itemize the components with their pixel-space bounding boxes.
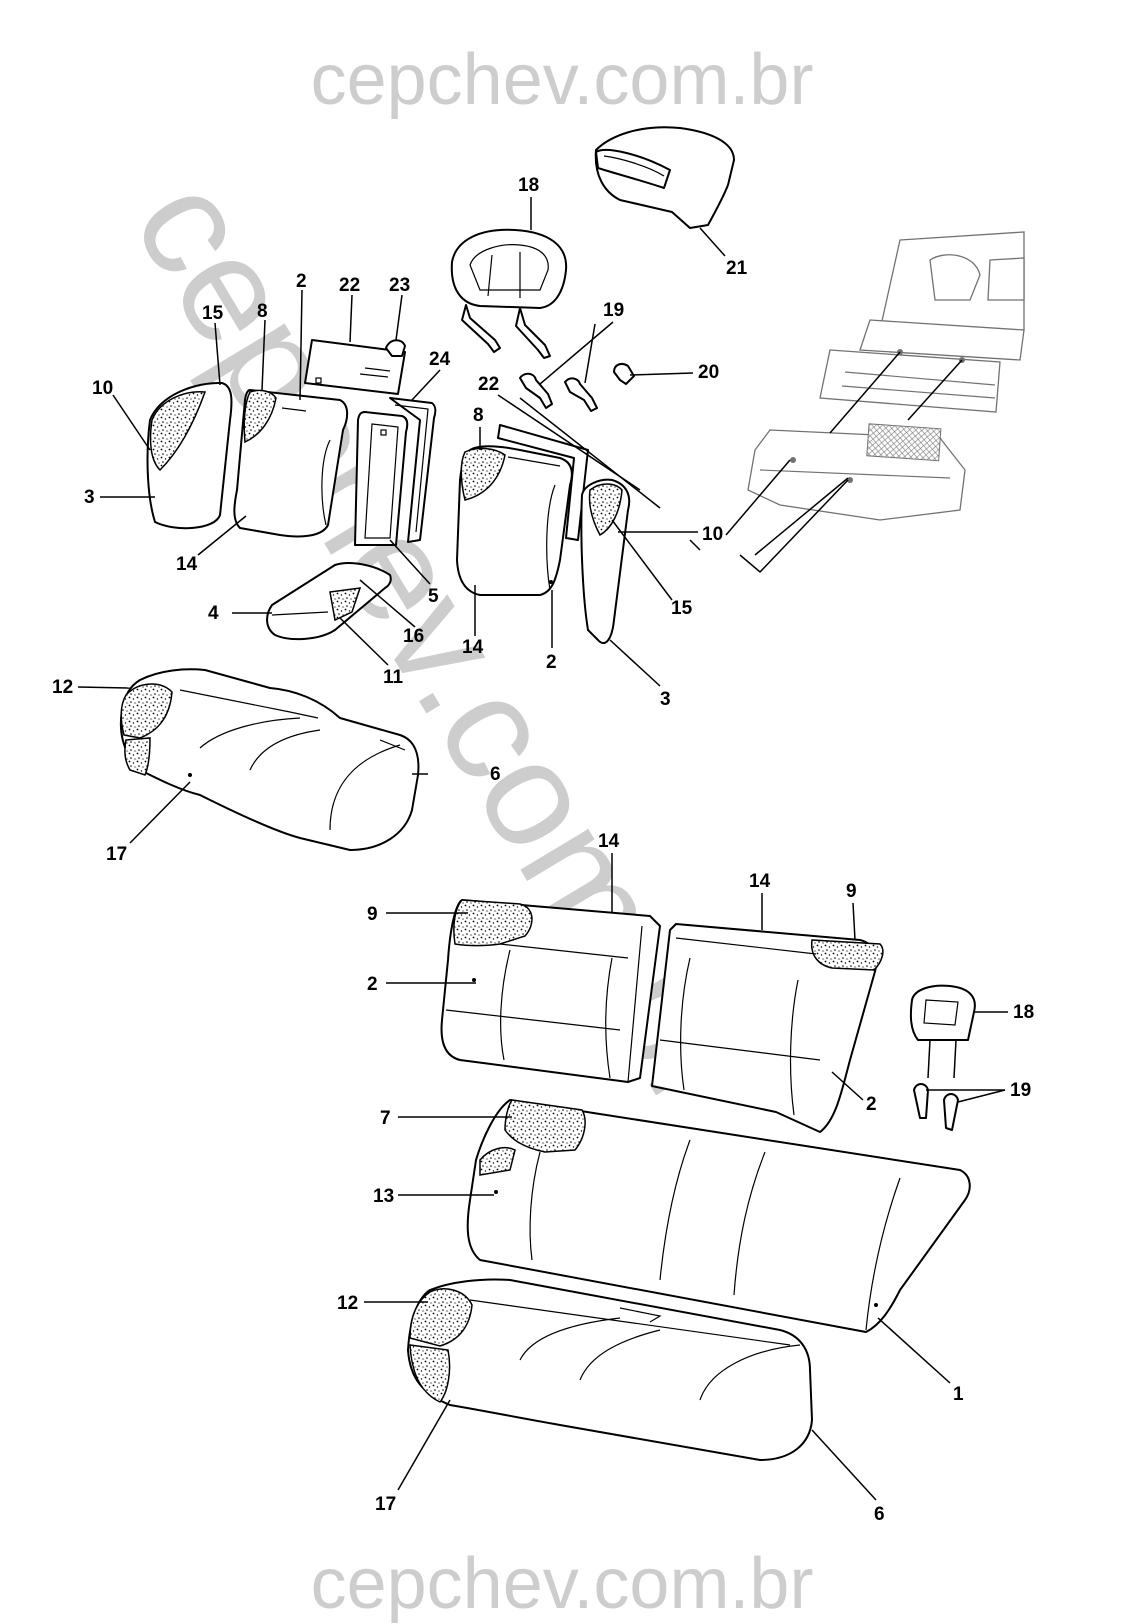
callout-23: 23 [389,275,410,296]
callout-17-upper: 17 [106,844,127,865]
rear-backrest-full-13 [466,1099,971,1333]
left-backrest-pad [233,389,349,538]
callout-10-right: 10 [702,524,723,545]
callout-5: 5 [428,586,439,607]
callout-19-lower: 19 [1010,1080,1031,1101]
callout-14-lower-right: 14 [749,871,771,892]
callout-numbers: 10 15 8 2 22 23 24 3 14 5 4 16 11 12 6 1… [52,175,1034,1525]
callout-12-lower: 12 [337,1293,358,1314]
headrest-guides-19-lower [913,1083,959,1131]
watermark-top: cepchev.com.br [311,40,814,120]
callout-2-upper-right: 2 [546,652,557,673]
callout-16: 16 [403,626,424,647]
callout-15-left: 15 [202,303,224,324]
callout-10-left: 10 [92,378,113,399]
callout-13: 13 [373,1186,394,1207]
callout-9-left: 9 [367,904,378,925]
headrest-guides-19-upper [519,372,598,412]
callout-22-right: 22 [478,374,499,395]
callout-12-upper: 12 [52,677,73,698]
vehicle-floor-pan [747,231,1025,521]
callout-20: 20 [698,362,719,383]
lock-clip-23 [385,339,406,357]
callout-8-left: 8 [257,301,268,322]
callout-6-lower: 6 [874,1504,885,1525]
callout-19-upper: 19 [603,300,624,321]
callout-2-upper-left: 2 [296,271,307,292]
callout-3-left: 3 [84,487,95,508]
callout-14-lower-left: 14 [598,831,620,852]
callout-6-upper: 6 [490,764,501,785]
callout-7: 7 [380,1108,391,1129]
leader-lines [77,197,1008,1501]
callout-9-right: 9 [846,881,857,902]
headrest-18-upper [450,228,568,359]
headrest-21 [594,126,735,229]
callout-8-right: 8 [473,405,484,426]
callout-15-right: 15 [671,598,693,619]
callout-4: 4 [208,603,219,624]
headrest-18-lower [909,984,976,1079]
callout-24: 24 [429,349,451,370]
callout-2-lower-right: 2 [866,1094,877,1115]
callout-14-upper-left: 14 [176,554,198,575]
callout-11: 11 [383,667,404,688]
rear-backrest-right [651,923,884,1133]
backrest-inner-panel [354,397,437,546]
callout-22-left: 22 [339,275,360,296]
callout-1: 1 [953,1384,964,1405]
left-side-bolster [146,381,233,530]
rear-backrest-left [440,899,661,1083]
right-side-bolster [580,478,631,645]
backrest-frame-panel [304,339,406,395]
callout-18-upper: 18 [518,175,539,196]
clip-20 [613,363,635,385]
callout-17-lower: 17 [375,1494,396,1515]
watermark-bottom: cepchev.com.br [311,1544,814,1624]
callout-3-right: 3 [660,689,671,710]
callout-18-lower: 18 [1013,1002,1034,1023]
right-backrest-pad [456,424,589,596]
seat-cushion-left [119,668,420,851]
callout-21: 21 [726,258,748,279]
seat-cushion-lower [407,1278,813,1461]
callout-2-lower-left: 2 [367,974,378,995]
callout-14-upper-right: 14 [462,637,484,658]
seat-cushion-4 [266,562,392,641]
